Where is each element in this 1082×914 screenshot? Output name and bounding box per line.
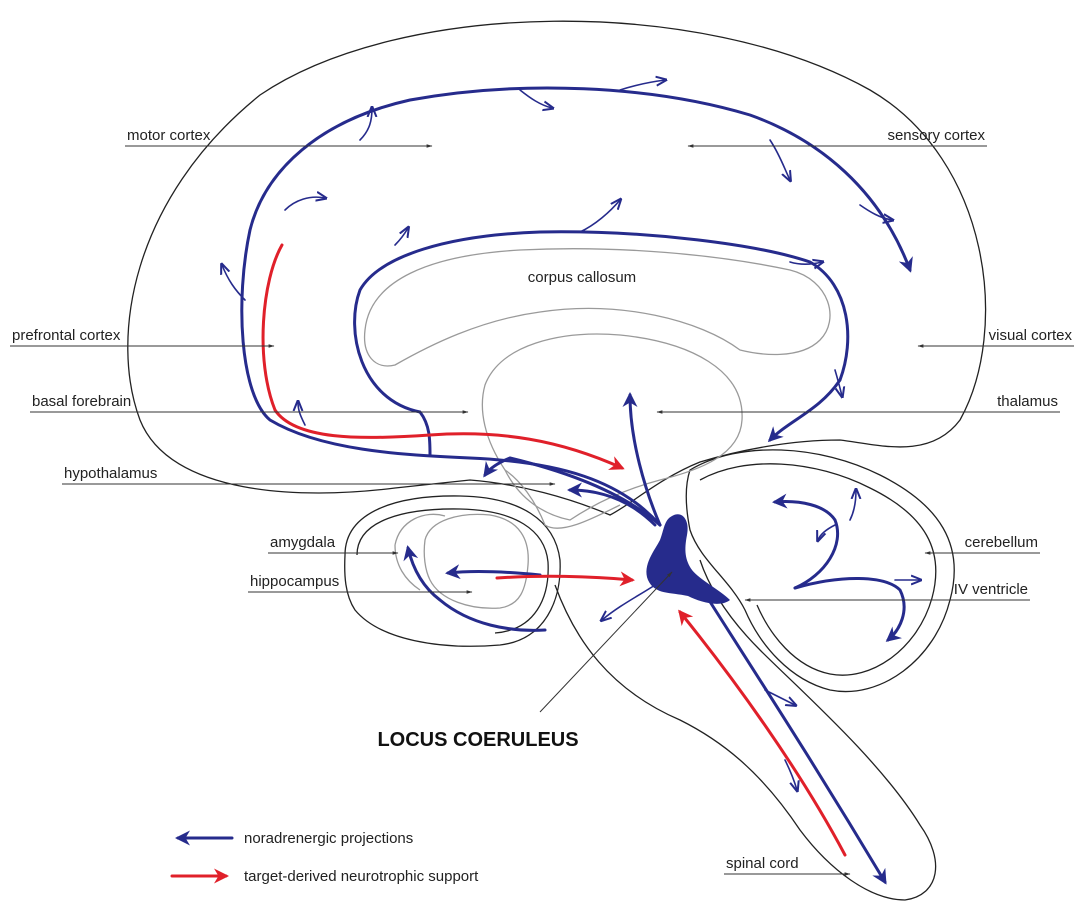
noradrenergic-projections — [242, 88, 910, 882]
legend-label-neurotrophic: target-derived neurotrophic support — [244, 868, 479, 885]
label-sensory-cortex: sensory cortex — [887, 127, 985, 144]
label-amygdala: amygdala — [270, 534, 336, 551]
label-visual-cortex: visual cortex — [989, 327, 1073, 344]
legend-label-noradrenergic: noradrenergic projections — [244, 830, 413, 847]
legend: noradrenergic projections target-derived… — [172, 830, 479, 885]
label-iv-ventricle: IV ventricle — [954, 581, 1028, 598]
label-spinal-cord: spinal cord — [726, 855, 799, 872]
hippocampus-shape — [395, 514, 528, 608]
thalamus-shape — [482, 334, 742, 528]
legend-item-neurotrophic: target-derived neurotrophic support — [172, 868, 479, 885]
label-thalamus: thalamus — [997, 393, 1058, 410]
label-prefrontal-cortex: prefrontal cortex — [12, 327, 121, 344]
label-corpus-callosum: corpus callosum — [528, 269, 636, 286]
label-locus-coeruleus: LOCUS COERULEUS — [377, 729, 578, 751]
corpus-callosum-shape — [365, 249, 830, 366]
label-basal-forebrain: basal forebrain — [32, 393, 131, 410]
neurotrophic-support — [263, 245, 845, 855]
label-hypothalamus: hypothalamus — [64, 465, 157, 482]
label-motor-cortex: motor cortex — [127, 127, 211, 144]
legend-item-noradrenergic: noradrenergic projections — [178, 830, 413, 847]
label-cerebellum: cerebellum — [965, 534, 1038, 551]
locus-coeruleus-nucleus — [646, 514, 730, 604]
label-hippocampus: hippocampus — [250, 573, 339, 590]
